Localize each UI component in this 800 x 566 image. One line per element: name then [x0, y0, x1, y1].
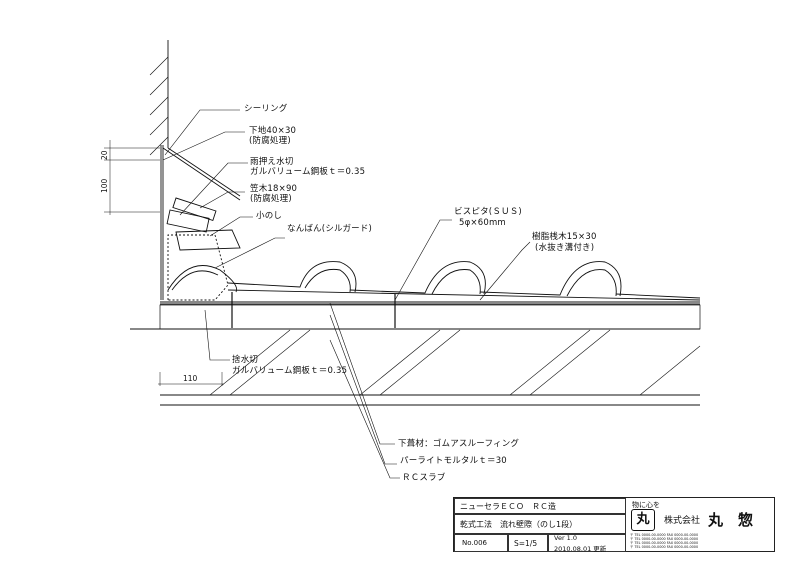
- company-name: 丸 惣: [708, 511, 754, 529]
- tile-4: [479, 261, 622, 297]
- label-screw-size: 5φ×60mm: [459, 218, 506, 228]
- drawing-number: No.006: [462, 539, 487, 547]
- drawing-scale: S=1/5: [514, 539, 538, 548]
- label-base: 下地40×30: [249, 126, 297, 136]
- label-underlay: 下葺材：ゴムアスルーフィング: [398, 439, 520, 449]
- dimension-lines: [104, 140, 224, 386]
- drawing-version: Ver 1.0: [554, 534, 578, 542]
- label-batten: 樹脂桟木15×30: [532, 232, 597, 242]
- dimension-110: 110: [183, 374, 198, 383]
- kasagi: [166, 209, 210, 233]
- mortar-layer: [159, 304, 701, 330]
- tile-1: [167, 265, 238, 293]
- company-contact-1: 〒 TEL 0000-00-0000 FAX 0000-00-0000: [630, 533, 699, 537]
- label-nanban: なんばん(シルガード): [287, 224, 373, 234]
- dimension-100: 100: [100, 178, 109, 193]
- product-name: ニューセラＥＣＯ ＲＣ造: [460, 502, 556, 511]
- company-contact-3: 〒 TEL 0000-00-0000 FAX 0000-00-0000: [630, 541, 699, 545]
- wall-hatch: [149, 56, 169, 156]
- konoshi: [175, 229, 241, 251]
- label-batten-note: (水抜き溝付き): [535, 243, 595, 253]
- flashing-line: [162, 147, 241, 201]
- label-flashing: 雨押え水切: [250, 157, 294, 167]
- label-flashing-material: ガルバリューム鋼板ｔ＝0.35: [250, 167, 366, 177]
- label-kasagi-note: (防腐処理): [250, 194, 292, 204]
- tile-2: [227, 261, 357, 293]
- label-mortar: パーライトモルタルｔ＝30: [400, 456, 507, 466]
- nanban: [167, 234, 229, 301]
- label-drip-material: ガルバリューム鋼板ｔ＝0.35: [232, 366, 348, 376]
- company-contact-2: 〒 TEL 0000-00-0000 FAX 0000-00-0000: [630, 537, 699, 541]
- tile-3: [349, 261, 486, 295]
- company-contact-4: 〒 TEL 0000-00-0000 FAX 0000-00-0000: [630, 545, 699, 549]
- label-konoshi: 小のし: [256, 211, 283, 221]
- dimension-20: 20: [100, 150, 109, 160]
- label-screw: ビスピタ(ＳＵＳ): [454, 207, 522, 217]
- company-type: 株式会社: [664, 516, 701, 526]
- title-block: ニューセラＥＣＯ ＲＣ造 乾式工法 流れ壁際（のし1段） No.006 S=1/…: [453, 497, 775, 553]
- drawing-title: 乾式工法 流れ壁際（のし1段）: [460, 520, 578, 529]
- label-sealing: シーリング: [244, 104, 288, 114]
- drawing-date: 2010.08.01 更新: [554, 545, 607, 553]
- company-slogan: 物に心を: [632, 501, 660, 509]
- slab-hatch: [209, 329, 701, 396]
- label-drip: 捨水切: [232, 355, 259, 365]
- label-slab: ＲＣスラブ: [402, 473, 446, 483]
- label-base-note: (防腐処理): [249, 136, 291, 146]
- company-logo: 丸: [631, 509, 655, 531]
- label-kasagi: 笠木18×90: [250, 184, 298, 194]
- leader-lines: [162, 109, 531, 479]
